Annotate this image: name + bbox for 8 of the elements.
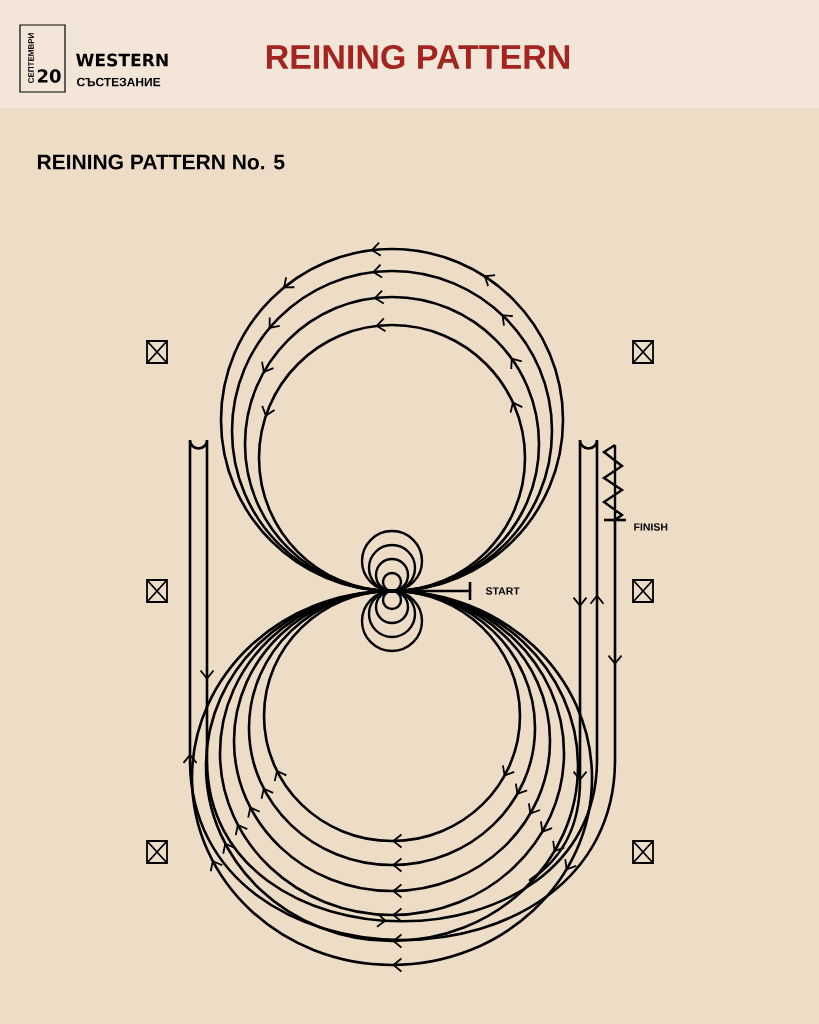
- start-label: START: [485, 587, 520, 595]
- event-subtitle: СЪСТЕЗАНИЕ: [77, 77, 161, 87]
- event-name: WESTERN: [76, 53, 168, 67]
- finish-label: FINISH: [634, 523, 668, 531]
- pattern-heading: REINING PATTERN No. 5: [37, 154, 285, 170]
- month-text: СЕПТЕМВРИ: [28, 33, 34, 83]
- day-number: 20: [37, 69, 61, 83]
- header-title: REINING PATTERN: [266, 44, 570, 70]
